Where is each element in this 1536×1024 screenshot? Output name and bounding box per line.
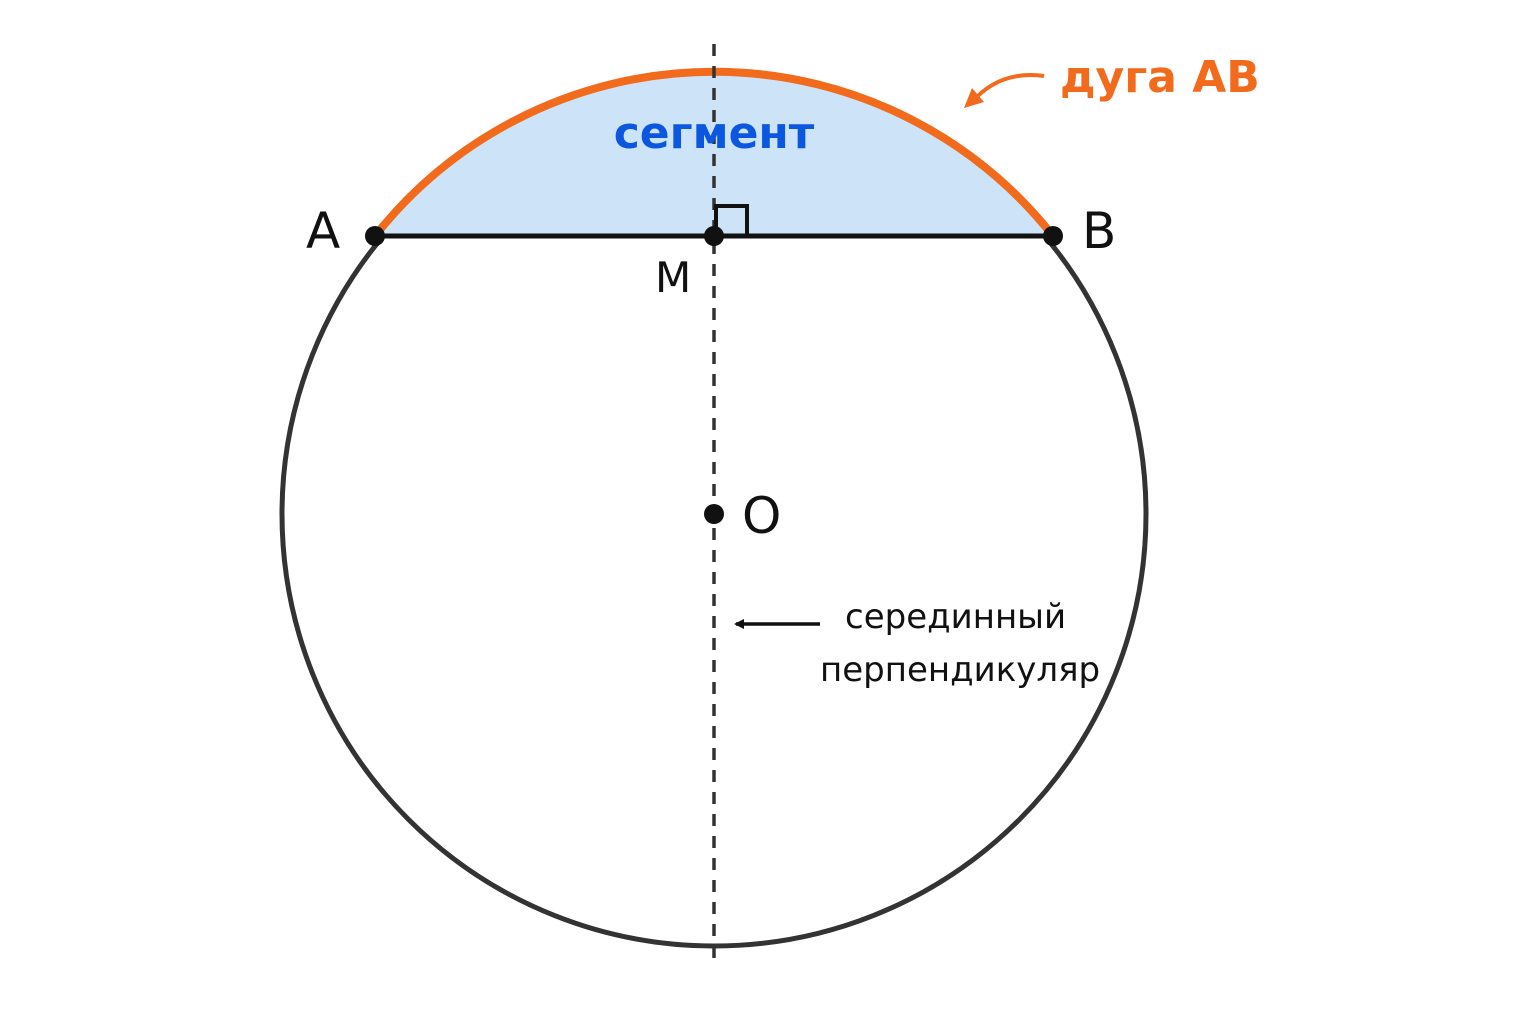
- perpendicular-label-line1: серединный: [845, 597, 1066, 637]
- point-m: [704, 226, 724, 246]
- right-angle-mark: [714, 204, 749, 234]
- arc-label: дуга AB: [1060, 52, 1260, 103]
- segment-label: сегмент: [614, 108, 815, 159]
- point-a: [365, 226, 385, 246]
- arc-pointer-arrow: [970, 73, 1045, 104]
- circular-segment: [375, 71, 1053, 236]
- point-o: [704, 504, 724, 524]
- perpendicular-label-line2: перпендикуляр: [820, 650, 1100, 690]
- point-b: [1043, 226, 1063, 246]
- label-o: O: [742, 487, 781, 545]
- arc-pointer-arrowhead: [964, 88, 984, 108]
- label-m: M: [655, 253, 691, 302]
- label-b: B: [1082, 202, 1116, 260]
- label-a: A: [306, 202, 340, 260]
